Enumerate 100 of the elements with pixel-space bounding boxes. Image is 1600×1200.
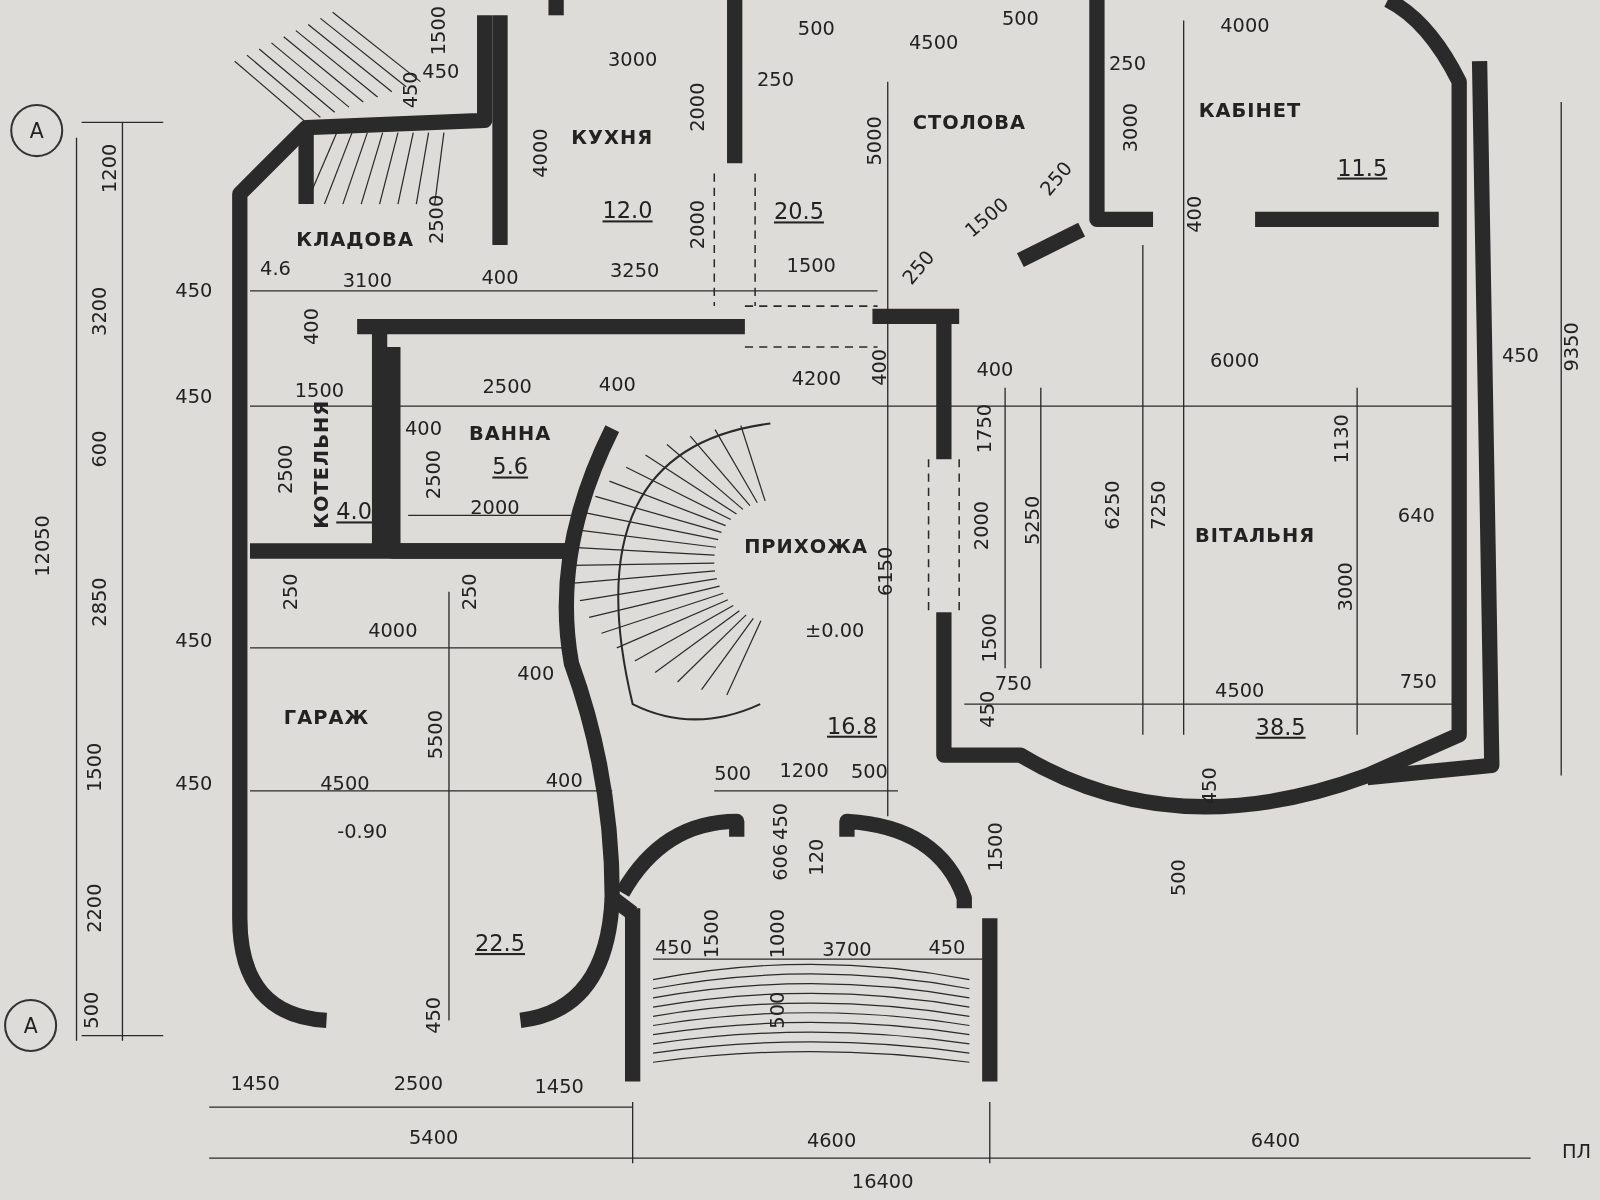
dimension-label: 6150 (876, 546, 896, 597)
dimension-label: 6400 (1250, 1131, 1301, 1151)
dimension-label: 3100 (342, 270, 392, 291)
dimension-label: 5400 (409, 1128, 459, 1148)
dimension-label: 1200 (99, 143, 119, 194)
dimension-label: 450 (175, 281, 213, 301)
dimension-label: 2500 (276, 444, 296, 495)
axis-letter: А (29, 118, 44, 143)
dimension-label: 4200 (791, 368, 841, 389)
dimension-label: 1750 (975, 403, 995, 454)
dimension-label: 250 (757, 69, 794, 90)
dimension-label: 2200 (84, 883, 104, 933)
dimension-label: 400 (976, 359, 1014, 380)
room-name: ВІТАЛЬНЯ (1194, 526, 1316, 546)
dimension-label: 1200 (779, 760, 829, 781)
dimension-label: 2500 (424, 449, 444, 500)
dimension-label: 4500 (909, 33, 959, 53)
dimension-label: 450 (770, 802, 791, 840)
dimension-label: 2500 (427, 194, 447, 245)
room-name: ВАННА (469, 424, 552, 444)
dimension-label: 2500 (393, 1073, 444, 1094)
room-area: 38.5 (1255, 716, 1306, 739)
dimension-label: 400 (404, 418, 442, 439)
dimension-label: 4000 (531, 128, 551, 178)
dimension-label: 400 (481, 267, 519, 288)
dimension-label: 4600 (806, 1131, 857, 1151)
dimension-label: 1450 (230, 1073, 280, 1094)
dimension-label: 1500 (980, 613, 1000, 663)
room-name: КОТЕЛЬНЯ (311, 399, 332, 529)
dimension-label: 400 (301, 308, 321, 346)
dimension-label: 450 (175, 386, 213, 406)
dimension-label: 2000 (687, 82, 707, 132)
dimension-label: 500 (797, 18, 835, 39)
dimension-label: ПЛ (1561, 1141, 1592, 1161)
dimension-label: 640 (1397, 505, 1435, 525)
dimension-label: 16400 (851, 1171, 914, 1192)
dimension-label: 450 (1501, 345, 1539, 365)
dimension-label: 4.6 (260, 258, 291, 279)
room-area: 16.8 (827, 715, 878, 738)
dimension-label: 12050 (33, 515, 53, 577)
dimension-label: 500 (82, 991, 102, 1029)
dimension-label: 500 (850, 761, 888, 782)
dimension-label: 2000 (687, 199, 707, 250)
dimension-label: 450 (175, 631, 213, 651)
dimension-label: 400 (517, 663, 555, 684)
dimension-label: 1130 (1332, 414, 1352, 464)
dimension-label: 6000 (1210, 350, 1260, 370)
dimension-label: 6250 (1102, 480, 1122, 530)
dimension-label: 5000 (864, 116, 885, 166)
dimension-label: 606 (770, 843, 791, 881)
room-name: ПРИХОЖА (744, 536, 869, 556)
room-area: 12.0 (602, 200, 653, 223)
dimension-label: -0.90 (337, 821, 388, 842)
dimension-label: 3700 (822, 939, 872, 959)
dimension-label: 400 (598, 375, 636, 395)
dimension-label: 1000 (767, 909, 788, 959)
dimension-label: 7250 (1148, 480, 1168, 530)
room-name: ГАРАЖ (283, 707, 370, 728)
dimension-label: 400 (869, 348, 890, 386)
room-area: 22.5 (475, 932, 525, 956)
dimension-label: 250 (459, 573, 480, 611)
dimension-label: 2850 (89, 577, 109, 627)
dimension-label: 450 (175, 773, 213, 794)
dimension-label: 3000 (1335, 562, 1355, 612)
room-area: 5.6 (492, 456, 529, 479)
room-name: КЛАДОВА (296, 230, 414, 250)
dimension-label: 450 (422, 61, 460, 82)
room-name: КАБІНЕТ (1198, 100, 1302, 120)
dimension-label: 1450 (534, 1077, 584, 1097)
axis-letter: А (23, 1013, 38, 1038)
dimension-label: 3250 (610, 260, 660, 281)
dimension-label: 5250 (1022, 495, 1043, 546)
dimension-label: 500 (1001, 8, 1039, 29)
dimension-label: 450 (928, 937, 966, 957)
dimension-label: 250 (281, 573, 301, 611)
room-name: СТОЛОВА (912, 112, 1027, 133)
room-area: 4.0 (336, 501, 372, 524)
dimension-label: 4000 (368, 620, 418, 641)
dimension-label: 4000 (1220, 15, 1270, 36)
dimension-label: 2000 (470, 497, 520, 517)
dimension-label: 1500 (294, 381, 345, 401)
dimension-label: 2000 (971, 500, 992, 551)
dimension-label: 3000 (608, 49, 658, 69)
dimension-label: 450 (400, 71, 420, 109)
dimension-label: 9350 (1561, 322, 1582, 372)
dimension-label: 1500 (84, 742, 104, 792)
room-area: 11.5 (1337, 157, 1388, 180)
dimension-label: 1500 (429, 5, 449, 56)
dimension-label: 400 (1184, 195, 1204, 233)
dimension-label: 1500 (701, 909, 721, 959)
dimension-label: 450 (654, 937, 692, 957)
dimension-label: ±0.00 (805, 620, 865, 641)
dimension-label: 400 (545, 770, 583, 791)
dimension-label: 3000 (1120, 102, 1141, 153)
room-name: КУХНЯ (571, 128, 654, 148)
dimension-label: 4500 (1215, 681, 1265, 701)
dimension-label: 120 (806, 838, 826, 876)
dimension-label: 250 (1109, 53, 1147, 73)
dimension-label: 600 (89, 430, 109, 468)
dimension-label: 450 (424, 996, 444, 1034)
